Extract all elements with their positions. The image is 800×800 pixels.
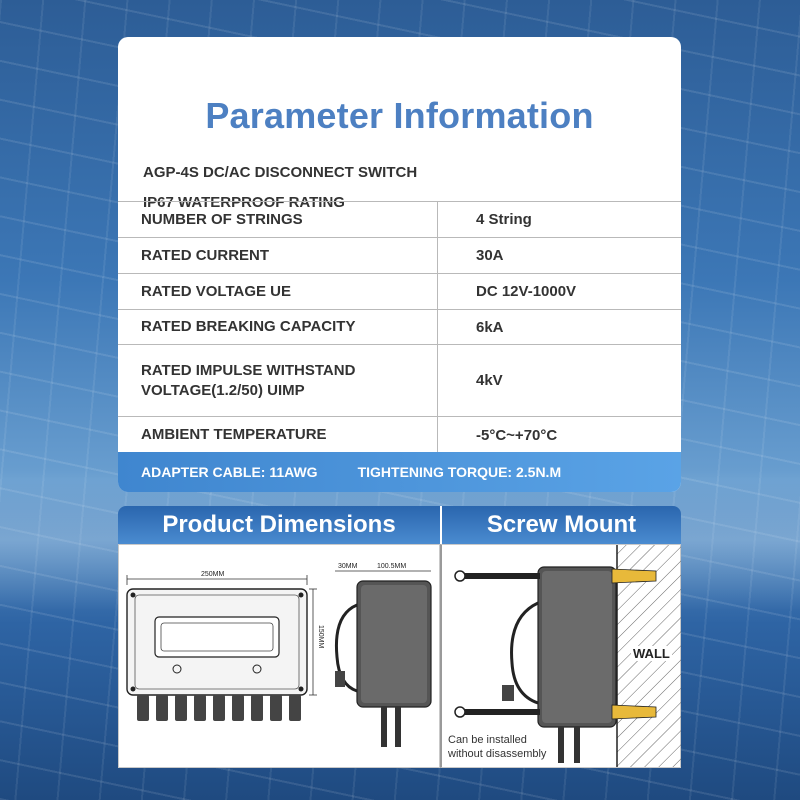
spec-key: AMBIENT TEMPERATURE — [118, 417, 438, 453]
screw-mount-drawing — [454, 545, 681, 767]
adapter-cable-label: ADAPTER CABLE: 11AWG — [141, 464, 318, 480]
dimensions-drawing: 250MM 15 — [126, 563, 432, 747]
spec-key-line1: RATED IMPULSE WITHSTAND — [141, 361, 356, 379]
spec-row-strings: NUMBER OF STRINGS 4 String — [118, 201, 681, 237]
spec-row-voltage: RATED VOLTAGE UE DC 12V-1000V — [118, 273, 681, 309]
spec-value: DC 12V-1000V — [476, 283, 577, 300]
enclosure-side-view — [502, 566, 617, 763]
product-name: AGP-4S DC/AC DISCONNECT SWITCH — [143, 164, 418, 181]
dimensions-drawing-panel: 250MM 15 — [118, 544, 440, 768]
parameter-card: Parameter Information AGP-4S DC/AC DISCO… — [118, 37, 681, 492]
spec-value: 4 String — [476, 211, 532, 228]
wall-label: WALL — [631, 646, 672, 661]
spec-key: RATED VOLTAGE UE — [118, 274, 438, 309]
parameter-title: Parameter Information — [205, 95, 594, 136]
cable-torque-bar: ADAPTER CABLE: 11AWG TIGHTENING TORQUE: … — [118, 452, 681, 492]
spec-row-current: RATED CURRENT 30A — [118, 237, 681, 273]
spec-value: 4kV — [476, 372, 503, 389]
width-dimension-label: 250MM — [201, 571, 225, 578]
waterproof-rating: IP67 WATERPROOF RATING — [143, 194, 345, 211]
bottom-screw — [454, 704, 657, 720]
install-note-line1: Can be installed — [448, 734, 527, 746]
spec-value: -5°C~+70°C — [476, 426, 558, 444]
spec-row-breaking: RATED BREAKING CAPACITY 6kA — [118, 309, 681, 344]
spec-key-line2: VOLTAGE(1.2/50) UIMP — [141, 381, 305, 399]
spec-key: RATED BREAKING CAPACITY — [118, 310, 438, 344]
depth-dimension-label: 30MM — [338, 563, 358, 570]
spec-value: 6kA — [476, 318, 504, 336]
spec-key: RATED CURRENT — [118, 238, 438, 273]
spec-value: 30A — [476, 247, 504, 264]
dimensions-header: Product Dimensions — [118, 506, 440, 544]
install-note-line2: without disassembly — [448, 748, 547, 760]
tightening-torque-label: TIGHTENING TORQUE: 2.5N.M — [357, 464, 562, 480]
screw-mount-header: Screw Mount — [440, 506, 681, 544]
spec-row-impulse: RATED IMPULSE WITHSTAND VOLTAGE(1.2/50) … — [118, 344, 681, 416]
side-view-drawing: 30MM 100.5MM — [334, 563, 432, 747]
install-note: Can be installed without disassembly — [448, 733, 546, 761]
spec-key: RATED IMPULSE WITHSTAND VOLTAGE(1.2/50) … — [118, 345, 438, 416]
front-view-drawing: 250MM 15 — [126, 571, 324, 721]
side-dimension-label: 100.5MM — [377, 563, 406, 570]
top-screw — [454, 568, 657, 584]
spec-row-temperature: AMBIENT TEMPERATURE -5°C~+70°C — [118, 416, 681, 453]
height-dimension-label: 150MM — [317, 625, 324, 649]
spec-key: NUMBER OF STRINGS — [118, 202, 438, 237]
